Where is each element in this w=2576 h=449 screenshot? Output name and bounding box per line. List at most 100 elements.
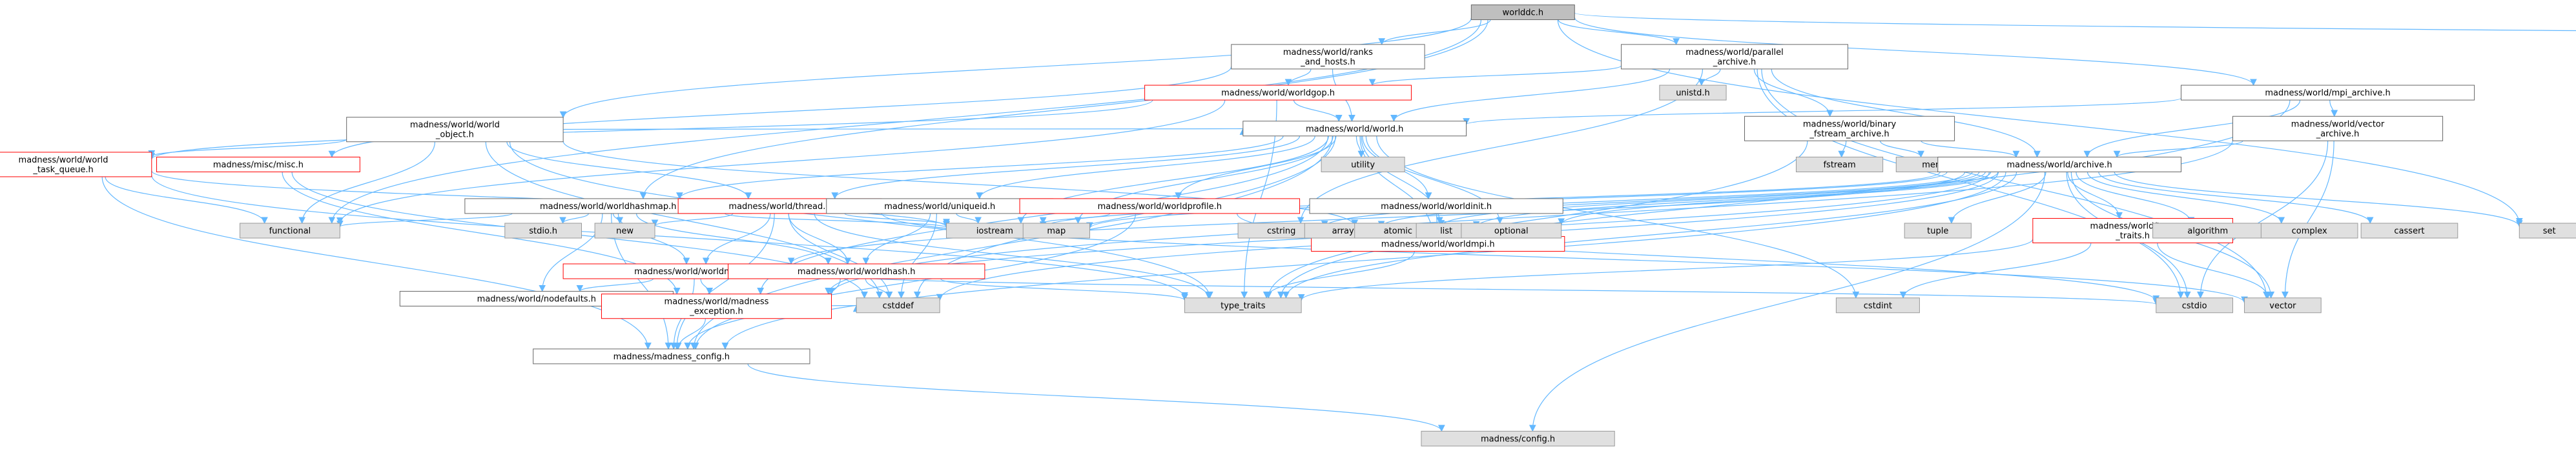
edge-archive-to-mutex: [787, 172, 1966, 265]
edge-uniqued-to-worldhash: [862, 213, 931, 265]
node-worldhash[interactable]: madness/world/worldhash.h: [728, 263, 985, 279]
edge-task-queue-to-type-traits: [151, 175, 1188, 299]
edge-parallel-to-binary: [1753, 68, 1834, 117]
node-ranks[interactable]: madness/world/ranks_and_hosts.h: [1231, 44, 1425, 70]
node-parallel[interactable]: madness/world/parallel_archive.h: [1621, 44, 1848, 70]
node-label: type_traits: [1221, 301, 1266, 311]
edge-worldgop-to-functional: [336, 100, 1226, 224]
node-algorithm: algorithm: [2152, 223, 2263, 239]
node-label: fstream: [1823, 160, 1855, 170]
edge-world-to-uniqued: [976, 135, 1315, 200]
node-worldgop[interactable]: madness/world/worldgop.h: [1144, 85, 1412, 101]
edge-world-object-to-atomic: [562, 141, 1358, 227]
node-mexception[interactable]: madness/world/madness_exception.h: [601, 294, 832, 319]
edge-hashmap-to-stdio: [559, 213, 589, 224]
node-label: madness/misc/misc.h: [213, 160, 304, 170]
node-label: _object.h: [435, 130, 474, 140]
node-box: [1795, 156, 1884, 172]
edge-world-to-hashmap: [676, 135, 1284, 200]
edge-parallel-to-worldgop: [1368, 65, 1622, 86]
edge-archive-to-tuple: [1948, 172, 2046, 224]
node-mconfig[interactable]: madness/madness_config.h: [533, 348, 810, 364]
node-worldinit[interactable]: madness/world/worldinit.h: [1309, 198, 1563, 214]
node-label: madness/world/nodefaults.h: [477, 295, 596, 304]
edge-parallel-to-unistd: [1698, 68, 1721, 86]
node-world-object[interactable]: madness/world/world_object.h: [346, 117, 564, 143]
node-type-traits: type_traits: [1184, 297, 1302, 314]
edge-thread-to-mutex: [702, 213, 771, 265]
edge-uniqued-to-iostream: [956, 213, 982, 224]
edge-thread-to-mconfig: [673, 213, 775, 350]
edge-worldmpi-to-type-traits: [1262, 251, 1415, 299]
edge-world-object-to-functional: [298, 141, 436, 224]
edge-world-object-to-task-queue: [148, 139, 347, 157]
node-task-queue[interactable]: madness/world/world_task_queue.h: [0, 152, 152, 177]
edge-archive-to-cstring: [1321, 172, 1973, 228]
node-label: madness/world/worldinit.h: [1381, 202, 1492, 212]
edge-worldgop-to-world: [1293, 99, 1343, 122]
node-archive[interactable]: madness/world/archive.h: [1937, 156, 2181, 172]
node-label: cstddef: [883, 301, 914, 311]
node-uniqued[interactable]: madness/world/uniqueid.h: [826, 198, 1054, 214]
edge-world-to-worldmpi: [1359, 135, 1436, 237]
node-config: madness/config.h: [1421, 430, 1615, 446]
node-label: _traits.h: [2115, 232, 2150, 241]
node-label: madness/world/world: [19, 155, 108, 165]
edge-hashmap-to-worldhash: [635, 213, 832, 265]
edge-mpi-archive-to-vector-archive: [2329, 100, 2338, 117]
node-mpi-archive[interactable]: madness/world/mpi_archive.h: [2180, 85, 2475, 101]
edge-archive-to-complex: [2087, 172, 2285, 224]
node-box: [1904, 223, 1972, 239]
node-binary[interactable]: madness/world/binary_fstream_archive.h: [1744, 115, 1955, 141]
edge-mutex-to-cstdio: [829, 274, 2159, 306]
node-label: list: [1440, 226, 1452, 236]
edge-world-to-thread: [831, 135, 1301, 200]
node-label: cassert: [2394, 226, 2424, 236]
edge-archive-to-type-traits-h: [2067, 172, 2123, 219]
edge-uniqued-to-cstddef: [898, 213, 938, 299]
node-label: array: [1332, 226, 1354, 236]
edge-worldhash-to-cstddef: [865, 278, 893, 299]
node-label: cstring: [1267, 226, 1295, 236]
node-misc[interactable]: madness/misc/misc.h: [156, 156, 360, 172]
edge-ranks-to-worldgop: [1284, 68, 1312, 86]
node-world[interactable]: madness/world/world.h: [1242, 121, 1467, 137]
node-label: vector: [2269, 301, 2296, 311]
node-cstdint: cstdint: [1835, 297, 1920, 314]
node-utility: utility: [1321, 156, 1405, 172]
node-label: _and_hosts.h: [1300, 57, 1355, 67]
edge-worlddc-to-ranks: [1378, 19, 1491, 45]
node-box: [1937, 156, 2181, 172]
edge-task-queue-to-functional: [105, 176, 268, 224]
node-label: madness/world/worldhash.h: [798, 267, 916, 277]
node-worldmpi[interactable]: madness/world/worldmpi.h: [1311, 236, 1565, 252]
edge-archive-to-config: [1529, 172, 2046, 432]
edge-archive-to-type-traits: [1283, 172, 2017, 299]
edge-world-to-profile: [1175, 135, 1337, 200]
node-profile[interactable]: madness/world/worldprofile.h: [1019, 198, 1301, 214]
node-box: [240, 223, 340, 239]
edge-worlddc-to-mpi-archive: [1574, 17, 2257, 86]
node-vector-archive[interactable]: madness/world/vector_archive.h: [2232, 115, 2444, 141]
node-worlddc: worlddc.h: [1470, 5, 1575, 21]
node-label: madness/world/thread.h: [728, 202, 830, 212]
node-label: map: [1047, 226, 1066, 236]
node-box: [1231, 44, 1425, 70]
node-box: [1309, 198, 1563, 214]
node-box: [1659, 85, 1727, 101]
node-box: [856, 297, 940, 314]
node-map: map: [1022, 223, 1090, 239]
node-cassert: cassert: [2360, 223, 2458, 239]
edge-world-object-to-world: [562, 128, 1244, 135]
edge-worlddc-to-world-object: [559, 17, 1472, 119]
edge-archive-to-set: [2114, 172, 2523, 228]
node-label: set: [2543, 226, 2556, 236]
node-unistd: unistd.h: [1659, 85, 1727, 101]
edge-type-traits-h-to-vector: [2157, 243, 2272, 299]
edge-archive-to-algorithm: [2076, 172, 2195, 224]
edge-thread-to-new: [651, 213, 734, 227]
node-box: [533, 348, 810, 364]
node-label: new: [616, 226, 634, 236]
node-box: [1461, 223, 1562, 239]
node-cstdio: cstdio: [2156, 297, 2233, 314]
